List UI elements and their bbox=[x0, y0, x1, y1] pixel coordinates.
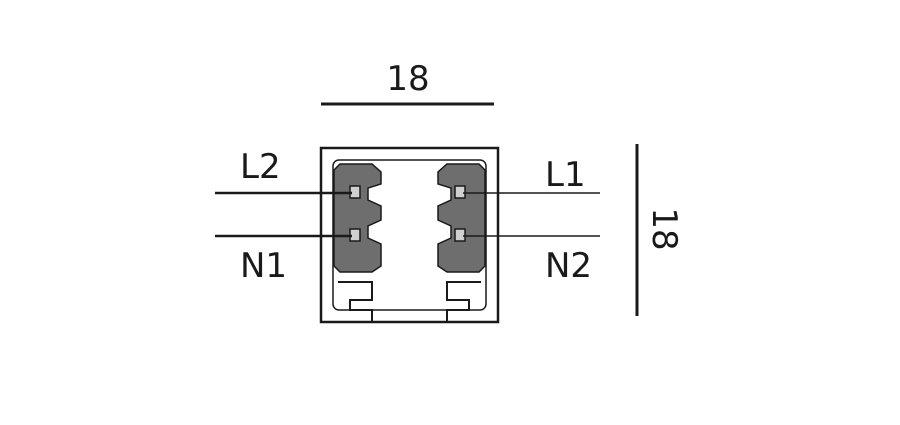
label-l1: L1 bbox=[545, 155, 586, 195]
right-insulator bbox=[437, 163, 486, 273]
left-bottom-hook bbox=[338, 281, 373, 323]
right-bottom-hook bbox=[446, 281, 481, 323]
contact-l1 bbox=[454, 185, 466, 199]
label-n1: N1 bbox=[240, 246, 287, 286]
left-insulator bbox=[333, 163, 382, 273]
label-n2: N2 bbox=[545, 246, 592, 286]
label-l2: L2 bbox=[240, 147, 281, 187]
height-dimension-label: 18 bbox=[644, 207, 684, 250]
contact-n2 bbox=[454, 228, 466, 242]
width-dimension-label: 18 bbox=[386, 59, 429, 99]
